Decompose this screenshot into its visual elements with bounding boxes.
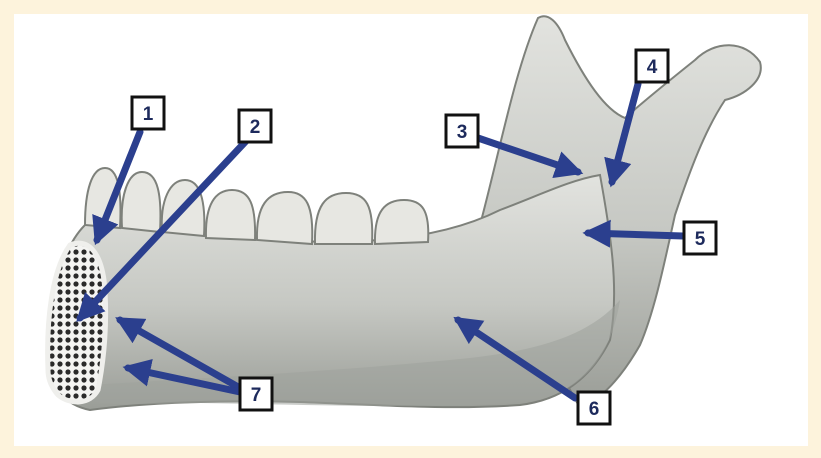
label-box-4: 4 <box>636 50 668 82</box>
label-3-text: 3 <box>457 122 468 143</box>
label-box-5: 5 <box>684 222 716 254</box>
label-box-3: 3 <box>446 115 478 147</box>
label-5-text: 5 <box>695 229 706 250</box>
label-1-text: 1 <box>143 104 154 125</box>
label-7-text: 7 <box>251 385 262 406</box>
label-box-7: 7 <box>240 378 272 410</box>
label-2-text: 2 <box>250 117 261 138</box>
label-box-2: 2 <box>239 110 271 142</box>
label-6-text: 6 <box>589 399 600 420</box>
label-box-1: 1 <box>132 97 164 129</box>
label-4-text: 4 <box>647 57 658 78</box>
label-box-6: 6 <box>578 392 610 424</box>
arrow-5 <box>588 233 683 236</box>
